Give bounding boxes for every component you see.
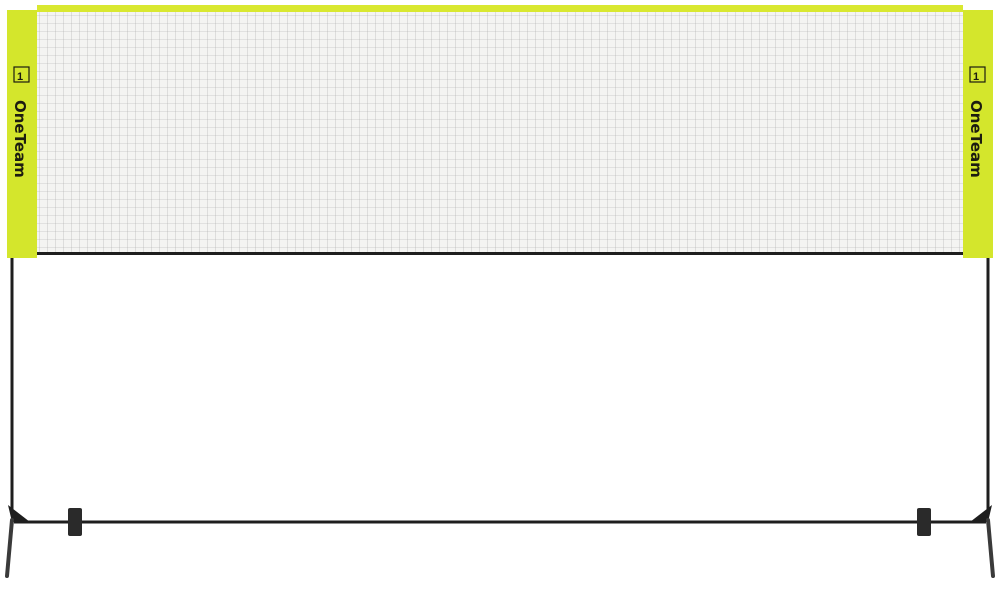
left-foot-block <box>68 508 82 536</box>
logo-icon <box>969 66 986 83</box>
right-side-panel: 1 OneTeam <box>963 10 993 258</box>
logo-mark: 1 <box>973 71 979 83</box>
left-side-panel: 1 OneTeam <box>7 10 37 258</box>
frame <box>5 255 995 578</box>
logo-mark: 1 <box>17 71 23 83</box>
right-foot-block <box>917 508 931 536</box>
net-mesh <box>37 11 963 253</box>
right-leg <box>986 518 995 578</box>
brand-name-left: OneTeam <box>11 100 29 178</box>
net-bottom-cord <box>37 252 963 255</box>
logo-icon <box>13 66 30 83</box>
brand-name-right: OneTeam <box>967 100 985 178</box>
net-top-tape <box>37 5 963 12</box>
left-leg <box>5 518 14 578</box>
